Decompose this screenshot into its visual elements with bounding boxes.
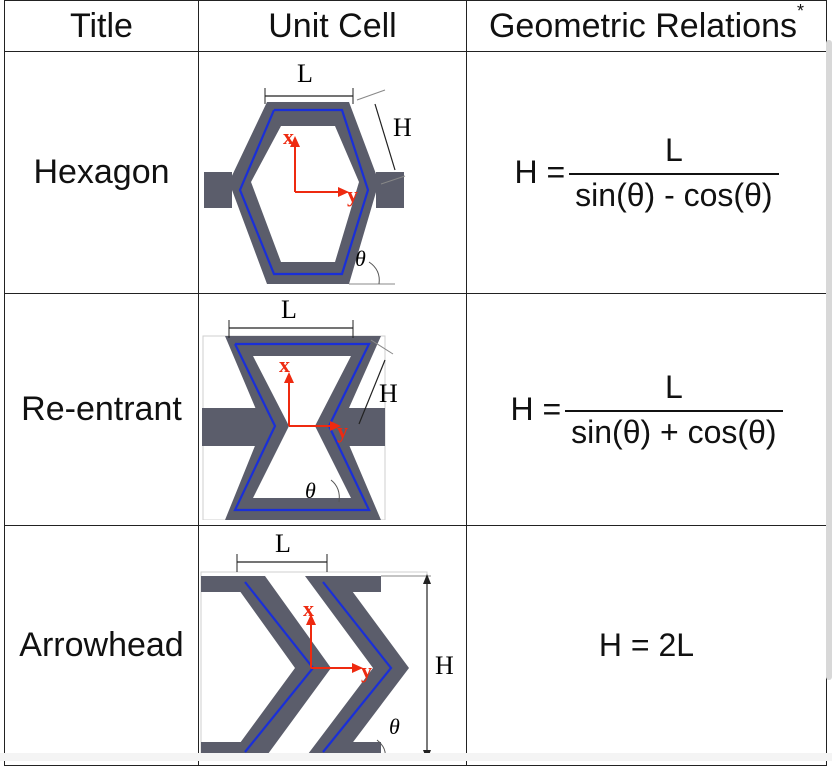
- re-entrant-diagram: L H x y θ: [202, 295, 398, 521]
- footnote-strip: [0, 753, 832, 761]
- unit-cell-re-entrant: L H x y θ: [198, 293, 467, 526]
- formula-arrowhead: H = 2L: [598, 627, 695, 663]
- label-y: y: [337, 418, 348, 443]
- formula-lhs: H =: [510, 391, 562, 427]
- label-theta: θ: [305, 478, 316, 503]
- label-x: x: [283, 124, 294, 149]
- right-tab: [337, 408, 385, 446]
- top-right-tab: [319, 576, 381, 592]
- midline: [238, 108, 370, 276]
- table-row-re-entrant: Re-entrant L H x y: [4, 293, 827, 526]
- label-y: y: [361, 658, 372, 683]
- arrowhead-strut-outer: [305, 576, 409, 758]
- H-dimension-line: [374, 103, 396, 171]
- label-H: H: [393, 113, 412, 142]
- row-title-re-entrant: Re-entrant: [4, 293, 199, 526]
- row-title-hexagon: Hexagon: [4, 51, 199, 294]
- label-L: L: [275, 529, 291, 558]
- left-tab: [202, 408, 264, 446]
- relation-arrowhead: H = 2L: [466, 525, 827, 766]
- label-H: H: [435, 651, 454, 680]
- label-x: x: [279, 352, 290, 377]
- label-L: L: [281, 295, 297, 324]
- formula-denominator: sin(θ) + cos(θ): [565, 409, 783, 451]
- label-x: x: [303, 596, 314, 621]
- label-H: H: [379, 379, 398, 408]
- hexagon-strut: [229, 102, 379, 284]
- hexagon-diagram: L H x y θ: [204, 59, 412, 288]
- vertical-scrollbar[interactable]: [826, 40, 832, 680]
- header-title: Title: [4, 0, 199, 52]
- arrowhead-diagram: L H x y θ: [200, 529, 454, 760]
- theta-arc: [368, 261, 380, 285]
- midline: [233, 342, 371, 512]
- formula-lhs: H =: [514, 154, 566, 190]
- formula-hexagon: H = L sin(θ) - cos(θ): [514, 131, 779, 214]
- row-title-arrowhead: Arrowhead: [4, 525, 199, 766]
- formula-numerator: L: [664, 368, 683, 405]
- label-theta: θ: [389, 714, 400, 739]
- formula-denominator: sin(θ) - cos(θ): [569, 172, 779, 214]
- header-row: Title Unit Cell Geometric Relations*: [4, 0, 827, 52]
- label-L: L: [297, 59, 313, 88]
- formula-numerator: L: [664, 131, 683, 168]
- unit-cell-table: Title Unit Cell Geometric Relations* Hex…: [4, 0, 827, 766]
- midline-outer: [322, 581, 393, 753]
- unit-cell-hexagon: L H x y θ: [198, 51, 467, 294]
- header-unit-cell: Unit Cell: [198, 0, 467, 52]
- re-entrant-strut: [225, 336, 381, 520]
- H-dimension-line: [358, 359, 386, 425]
- relation-hexagon: H = L sin(θ) - cos(θ): [466, 51, 827, 294]
- footnote-marker: *: [797, 0, 805, 21]
- left-tab: [204, 172, 232, 208]
- relation-re-entrant: H = L sin(θ) + cos(θ): [466, 293, 827, 526]
- table-row-arrowhead: Arrowhead L H: [4, 525, 827, 766]
- unit-cell-arrowhead: L H x y θ: [198, 525, 467, 766]
- theta-arc: [330, 479, 340, 503]
- formula-re-entrant: H = L sin(θ) + cos(θ): [510, 368, 783, 451]
- label-y: y: [347, 182, 358, 207]
- header-geometric-relations: Geometric Relations*: [466, 0, 827, 52]
- label-theta: θ: [355, 246, 366, 271]
- top-left-tab: [201, 576, 251, 592]
- table-row-hexagon: Hexagon L H x y: [4, 51, 827, 294]
